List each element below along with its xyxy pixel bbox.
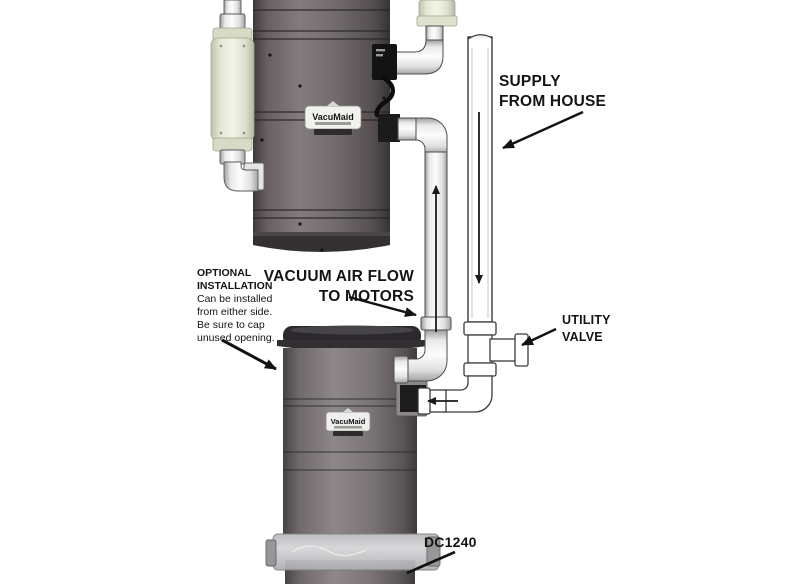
electrical-box: [372, 44, 397, 80]
muffler-body: [210, 37, 255, 142]
label-optional-installation: OPTIONAL INSTALLATION Can be installed f…: [197, 267, 277, 371]
valve-stub-pipe: [489, 338, 519, 362]
optional-pointer-arrow: [221, 338, 277, 371]
clamp-latch-left: [265, 539, 277, 567]
lower-receiver-unit: VacuMaid: [265, 325, 441, 584]
badge-crest-icon: [327, 101, 339, 106]
upper-unit-rim-highlight: [253, 232, 390, 236]
supply-pipe: [417, 34, 529, 415]
valve-flange: [514, 333, 529, 367]
canister-clamp-band: [272, 533, 440, 571]
lower-badge-brand-text: VacuMaid: [331, 417, 366, 426]
optional-label-line6: unused opening.: [197, 332, 275, 344]
pipe-coupling: [393, 355, 409, 384]
badge-lower-band: [333, 431, 363, 436]
badge-lower-band: [314, 129, 352, 135]
airflow-label-line1: VACUUM AIR FLOW: [264, 268, 414, 285]
supply-label-line2: FROM HOUSE: [499, 93, 606, 110]
model-number-text: DC1240: [424, 534, 477, 550]
upper-unit-bottom-rim: [253, 232, 390, 252]
intake-elbow-top: [415, 117, 448, 155]
clamp-band-sheen: [291, 545, 367, 557]
upper-power-unit: VacuMaid: [243, 0, 390, 252]
badge-tagline-bar: [334, 426, 362, 429]
muffler-rivets: [219, 44, 246, 135]
exhaust-stack-top-right: [391, 0, 458, 75]
utility-label-line2: VALVE: [562, 330, 603, 344]
supply-label-line1: SUPPLY: [499, 73, 561, 90]
muffler-bottom-cap: [212, 137, 253, 152]
utility-valve-stub: [489, 333, 529, 367]
label-utility-valve: UTILITY VALVE: [521, 313, 611, 347]
pipe-coupling: [463, 321, 497, 336]
utility-label-line1: UTILITY: [562, 313, 611, 327]
electrical-connection: [372, 44, 397, 118]
upper-unit-grooves: [253, 9, 390, 219]
muffler-top-coupling: [219, 13, 246, 30]
motor-intake-port: [378, 114, 400, 142]
optional-label-line1: OPTIONAL: [197, 267, 252, 279]
optional-label-line5: Be sure to cap: [197, 319, 265, 331]
lower-unit-grooves: [283, 398, 417, 471]
exhaust-muffler-left: [210, 0, 259, 192]
supply-pipe-top-cut: [467, 34, 493, 40]
optional-label-line4: from either side.: [197, 306, 272, 318]
label-supply-from-house: SUPPLY FROM HOUSE: [499, 73, 606, 150]
exhaust-cap-ring: [416, 15, 458, 27]
intake-horizontal-pipe: [397, 117, 419, 141]
exhaust-elbow: [391, 39, 444, 75]
optional-label-line3: Can be installed: [197, 293, 272, 305]
vacuum-airflow-pipe: [378, 114, 452, 384]
badge-crest-icon: [343, 408, 353, 412]
label-model-number: DC1240: [406, 534, 477, 575]
airflow-label-line2: TO MOTORS: [319, 288, 414, 305]
supply-pointer-arrow: [502, 110, 584, 150]
model-pointer-line: [406, 550, 456, 575]
upper-badge-brand-text: VacuMaid: [312, 112, 354, 122]
airflow-pointer-arrow: [348, 295, 417, 317]
upper-unit-brand-badge: VacuMaid: [304, 101, 362, 135]
vent-slot: [376, 49, 385, 52]
utility-pointer-arrow: [521, 327, 557, 347]
optional-label-line2: INSTALLATION: [197, 280, 272, 292]
lower-unit-brand-badge: VacuMaid: [325, 408, 371, 436]
pipe-coupling: [463, 362, 497, 377]
power-cord: [374, 75, 395, 118]
lid-highlight: [290, 325, 414, 335]
label-vacuum-airflow: VACUUM AIR FLOW TO MOTORS: [264, 268, 417, 317]
muffler-elbow: [223, 161, 259, 192]
supply-elbow-bottom: [443, 375, 493, 413]
badge-tagline-bar: [315, 122, 351, 125]
vent-slot: [376, 54, 383, 57]
airflow-elbow-bottom: [397, 329, 448, 382]
utility-tee-body: [467, 334, 493, 364]
